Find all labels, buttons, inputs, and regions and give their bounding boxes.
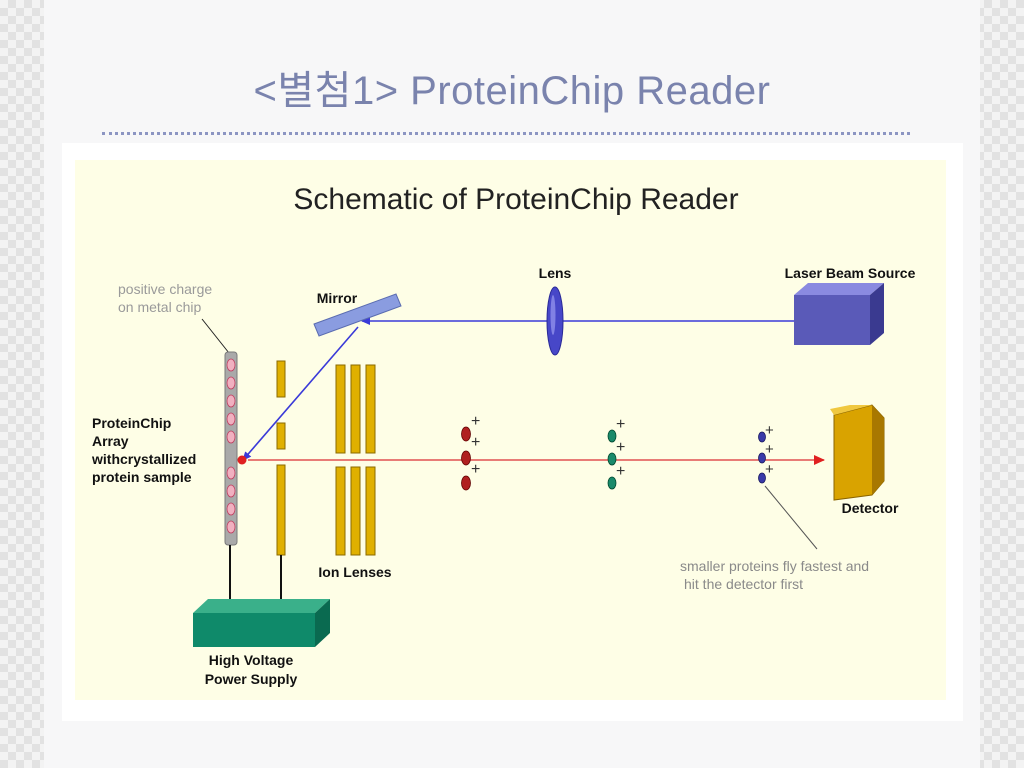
- small-protein-ions: [758, 431, 766, 484]
- slide-title: <별첨1> ProteinChip Reader: [253, 69, 771, 113]
- diagram-title: Schematic of ProteinChip Reader: [293, 183, 738, 216]
- medium-protein-ions: [607, 429, 617, 490]
- array-label-line4: protein sample: [92, 469, 192, 485]
- array-label-line3: withcrystallized: [91, 451, 196, 467]
- laser-source-label: Laser Beam Source: [785, 265, 916, 281]
- note-pointer: [764, 485, 818, 550]
- charge-plus: +: [616, 463, 625, 480]
- charge-plus: +: [616, 416, 625, 433]
- proteinchip-array: [224, 351, 247, 546]
- charge-plus: +: [765, 441, 774, 458]
- chip-annotation-line1: positive charge: [118, 281, 212, 297]
- detector: [830, 404, 885, 501]
- mirror: [313, 293, 402, 337]
- reflected-laser-beam: [242, 326, 359, 461]
- schematic-svg: Schematic of ProteinChip Reader Laser Be…: [75, 160, 946, 700]
- array-label-line2: Array: [92, 433, 129, 449]
- lens-highlight: [550, 295, 556, 335]
- charge-plus: +: [471, 413, 480, 430]
- chip-annotation-line2: on metal chip: [118, 299, 201, 315]
- lens-label: Lens: [539, 265, 572, 281]
- ion-lenses: [335, 364, 376, 556]
- high-voltage-power-supply: [193, 599, 330, 647]
- schematic-figure: Schematic of ProteinChip Reader Laser Be…: [62, 143, 963, 721]
- charge-plus: +: [616, 439, 625, 456]
- charge-plus: +: [765, 422, 774, 439]
- charge-plus: +: [471, 461, 480, 478]
- note-line1: smaller proteins fly fastest and: [680, 558, 869, 574]
- title-divider: [102, 132, 910, 135]
- charge-plus: +: [471, 434, 480, 451]
- laser-beam-source: [794, 283, 884, 345]
- detector-label: Detector: [842, 500, 899, 516]
- note-line2: hit the detector first: [684, 576, 803, 592]
- array-label-line1: ProteinChip: [92, 415, 171, 431]
- charge-plus: +: [765, 461, 774, 478]
- ion-lenses-label: Ion Lenses: [318, 564, 391, 580]
- power-supply-label-line1: High Voltage: [209, 652, 294, 668]
- mirror-label: Mirror: [317, 290, 358, 306]
- large-protein-ions: [461, 426, 471, 491]
- power-supply-label-line2: Power Supply: [205, 671, 298, 687]
- chip-annotation-pointer: [201, 318, 230, 354]
